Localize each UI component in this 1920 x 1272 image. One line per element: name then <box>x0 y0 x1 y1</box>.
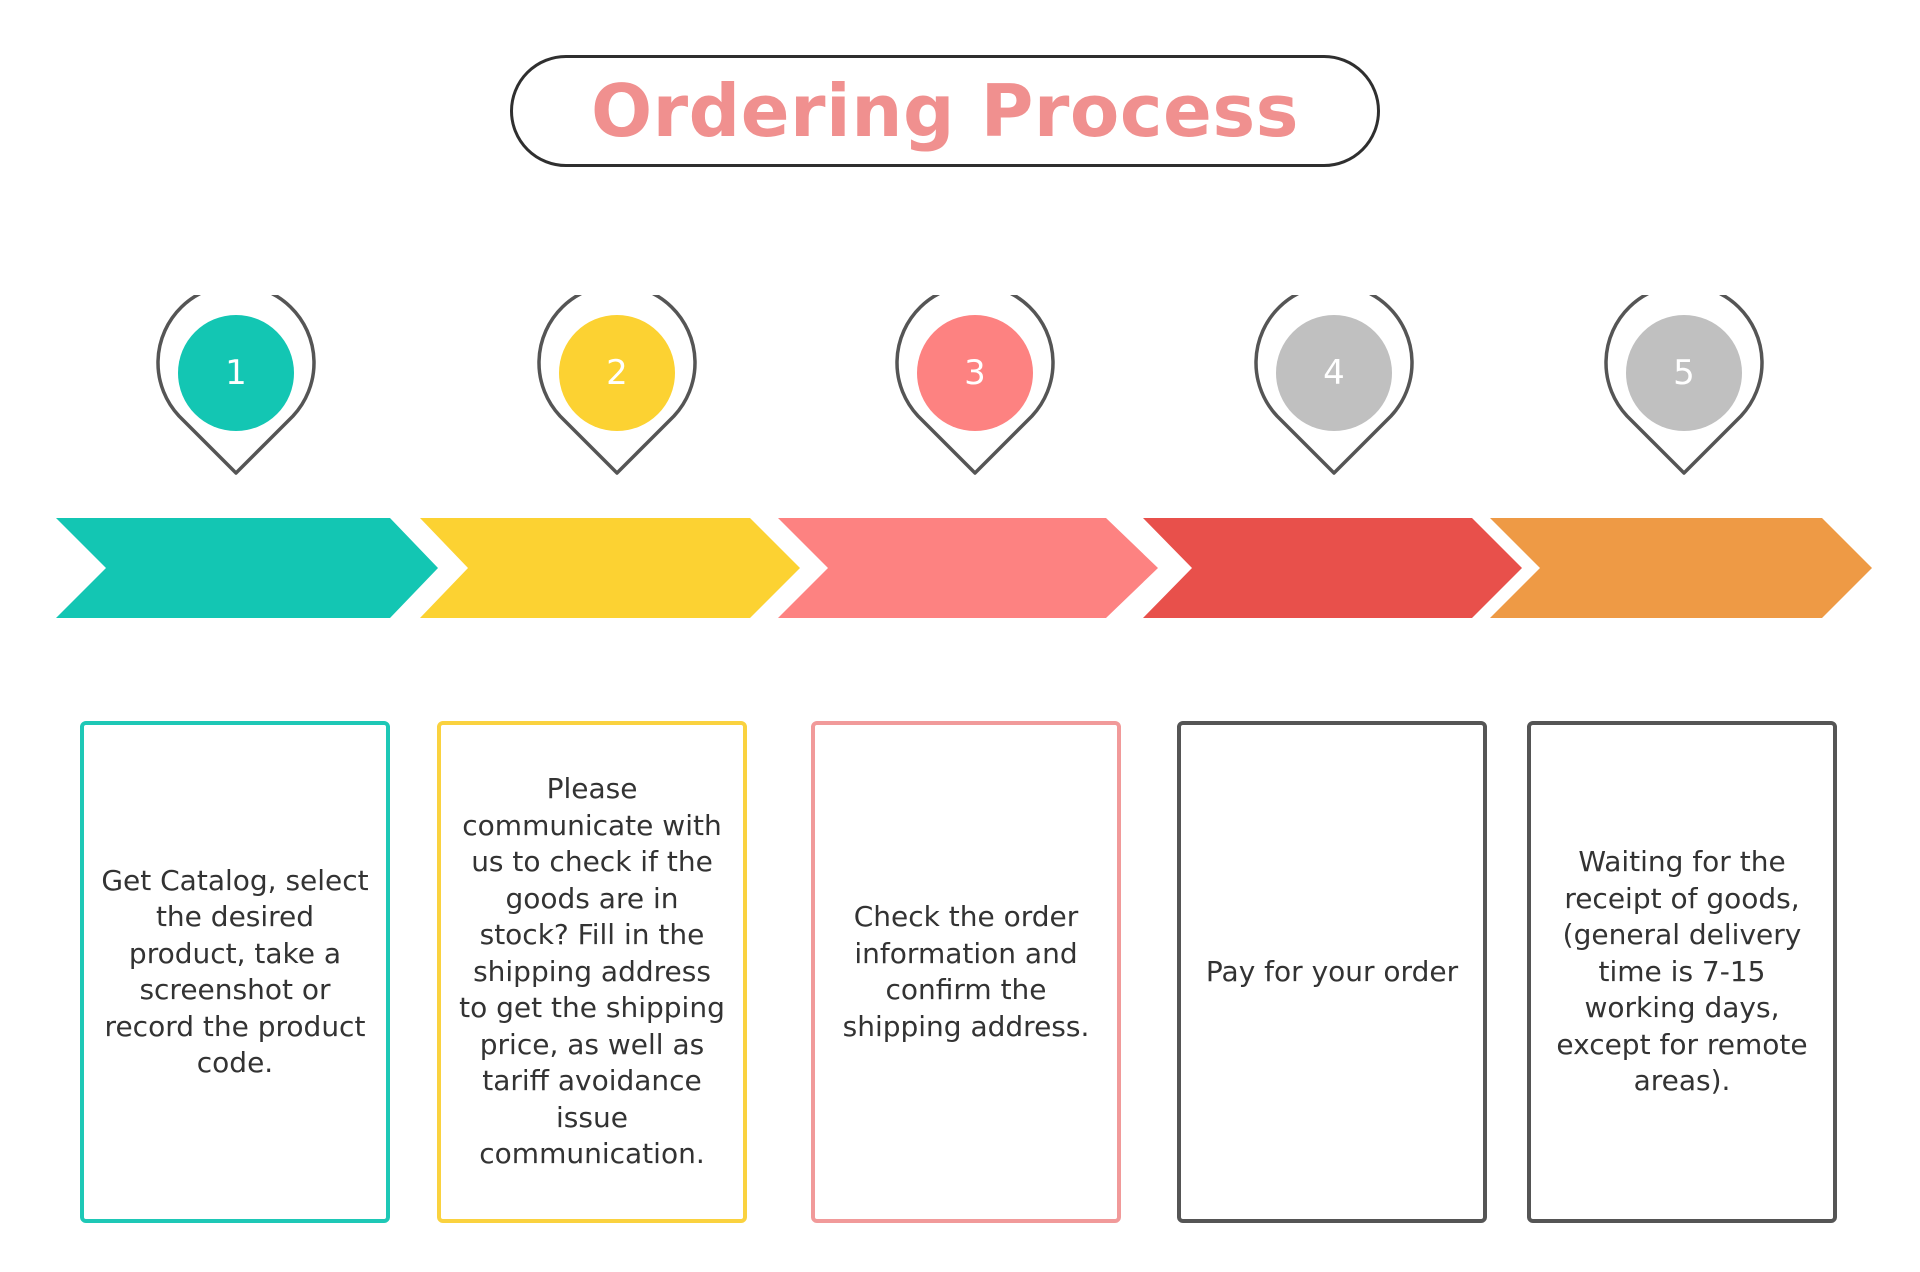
arrow-segment-2 <box>420 518 800 618</box>
location-pin-icon <box>156 295 316 475</box>
location-pin-icon <box>1254 295 1414 475</box>
step-pin-1: 1 <box>156 295 316 479</box>
location-pin-icon <box>895 295 1055 475</box>
step-description: Waiting for the receipt of goods, (gener… <box>1556 845 1808 1098</box>
location-pin-icon <box>537 295 697 475</box>
pin-disc <box>917 315 1033 431</box>
pin-disc <box>1626 315 1742 431</box>
step-pin-4: 4 <box>1254 295 1414 479</box>
step-number: 5 <box>1673 353 1695 393</box>
diagram-title: Ordering Process <box>590 69 1300 153</box>
arrow-segment-5 <box>1490 518 1872 618</box>
arrow-segment-1 <box>56 518 438 618</box>
step-description: Pay for your order <box>1205 954 1459 988</box>
location-pin-icon <box>1604 295 1764 475</box>
arrow-segment-4 <box>1143 518 1522 618</box>
step-card-2: Please communicate with us to check if t… <box>437 721 747 1223</box>
arrow-segment-3 <box>778 518 1158 618</box>
step-number: 2 <box>606 353 628 393</box>
step-card-3: Check the order information and confirm … <box>811 721 1121 1223</box>
pin-disc <box>178 315 294 431</box>
step-number: 1 <box>225 353 247 393</box>
pin-disc <box>1276 315 1392 431</box>
title-box: Ordering Process <box>510 55 1380 167</box>
step-description: Check the order information and confirm … <box>842 900 1090 1043</box>
pin-disc <box>559 315 675 431</box>
step-number: 4 <box>1323 353 1345 393</box>
step-pin-2: 2 <box>537 295 697 479</box>
step-card-4: Pay for your order <box>1177 721 1487 1223</box>
step-description: Get Catalog, select the desired product,… <box>101 863 369 1080</box>
step-pin-3: 3 <box>895 295 1055 479</box>
step-card-1: Get Catalog, select the desired product,… <box>80 721 390 1223</box>
step-card-5: Waiting for the receipt of goods, (gener… <box>1527 721 1837 1223</box>
step-pin-5: 5 <box>1604 295 1764 479</box>
step-number: 3 <box>964 353 986 393</box>
step-description: Please communicate with us to check if t… <box>459 772 725 1171</box>
